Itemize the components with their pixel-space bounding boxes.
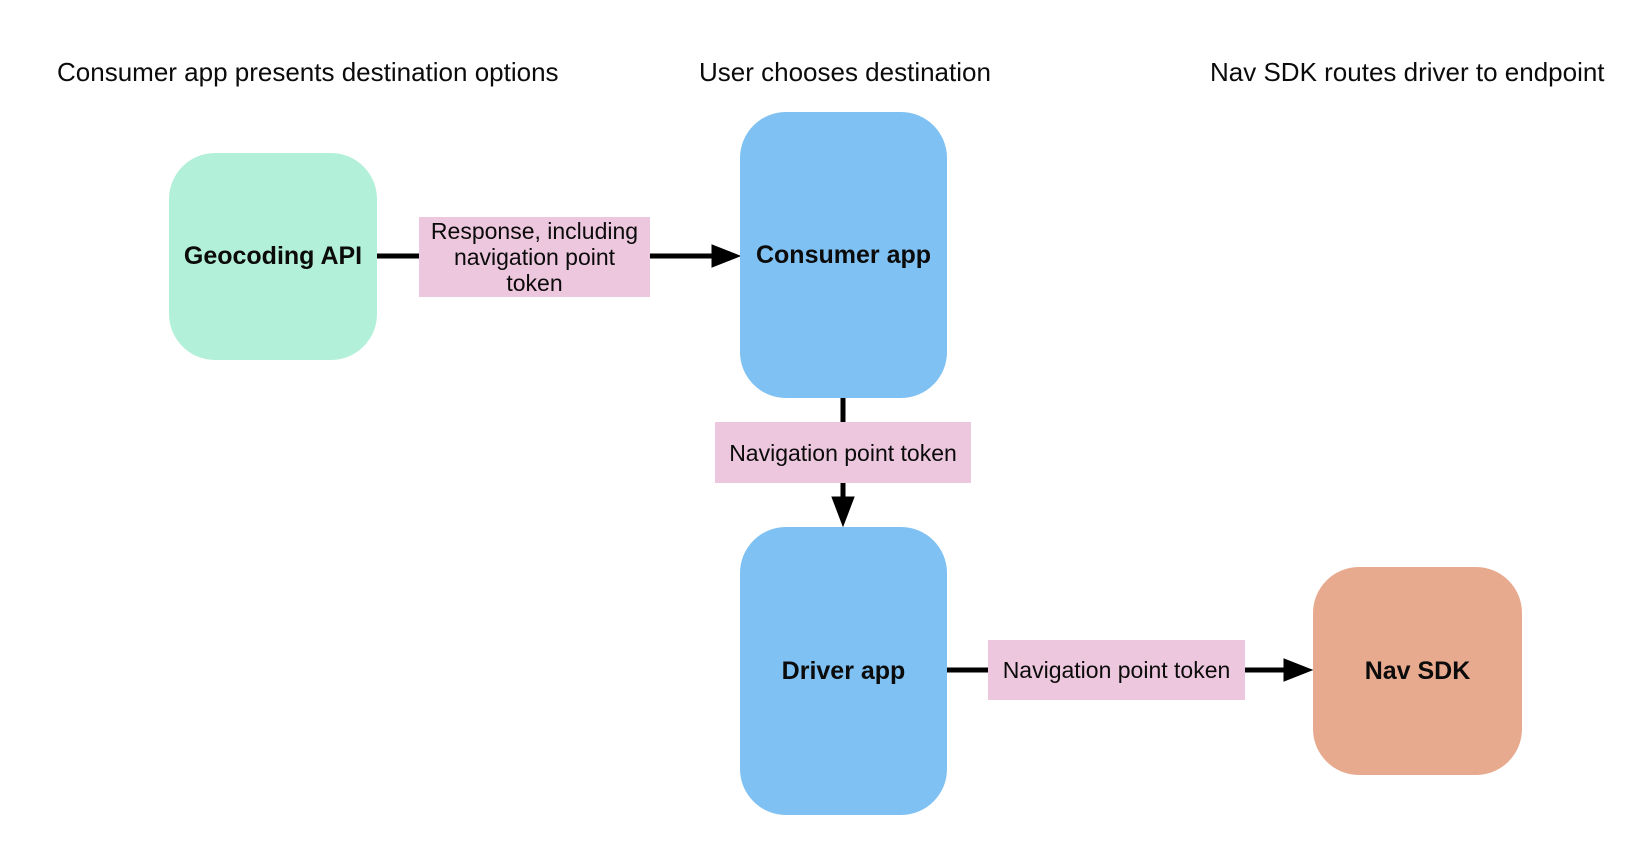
node-geocoding-api-label: Geocoding API [183, 242, 363, 270]
node-geocoding-api: Geocoding API [169, 153, 377, 360]
node-consumer-app: Consumer app [740, 112, 947, 398]
arrowhead-right-icon [1283, 658, 1314, 682]
stage-heading-user-chooses: User chooses destination [699, 57, 991, 87]
node-nav-sdk-label: Nav SDK [1364, 656, 1471, 685]
stage-heading-navsdk-routes: Nav SDK routes driver to endpoint [1210, 57, 1605, 87]
node-nav-sdk: Nav SDK [1313, 567, 1522, 775]
node-consumer-app-label: Consumer app [755, 240, 932, 269]
arrowhead-right-icon [711, 244, 742, 268]
edge-label-response-including-token: Response, including navigation point tok… [419, 217, 650, 297]
edge-label-navigation-point-token-consumer-driver: Navigation point token [715, 422, 971, 483]
stage-heading-consumer-presents: Consumer app presents destination option… [57, 57, 559, 87]
node-driver-app: Driver app [740, 527, 947, 815]
edge-label-navigation-point-token-driver-navsdk: Navigation point token [988, 640, 1245, 700]
node-driver-app-label: Driver app [781, 656, 906, 685]
arrowhead-down-icon [831, 496, 855, 528]
